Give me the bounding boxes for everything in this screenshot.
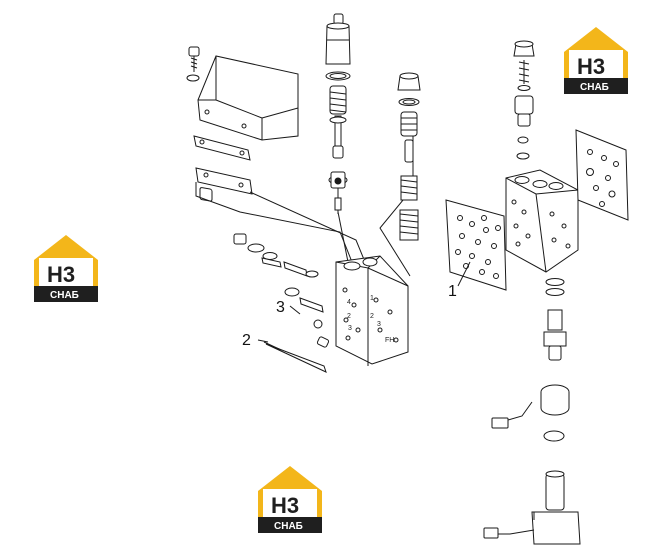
spool-stack: [325, 13, 351, 214]
logo-mark: H3: [271, 493, 299, 518]
body-mark-r1: 1: [370, 295, 374, 302]
callout-1: 1: [448, 283, 457, 300]
spring-stack: [397, 72, 421, 241]
right-assembly: [445, 40, 629, 545]
callout-2: 2: [242, 332, 251, 349]
long-bolt: [263, 336, 330, 373]
solenoid-coil: [483, 470, 581, 545]
logo-caption: СНАБ: [274, 521, 303, 532]
leader-lines: [257, 261, 471, 343]
left-assembly: [186, 13, 421, 373]
logo-caption: СНАБ: [50, 290, 79, 301]
logo-mark: H3: [577, 54, 605, 79]
logo-watermark-bottom: H3 СНАБ: [258, 466, 322, 533]
body-mark-r3: 3: [377, 321, 381, 328]
solenoid-stack: [491, 278, 570, 442]
gasket-plate-left: [445, 199, 507, 291]
body-mark-r2: 2: [370, 313, 374, 320]
logo-watermark-left: H3 СНАБ: [34, 235, 98, 302]
valve-body-right: [505, 169, 579, 273]
body-mark-l4: FH: [385, 337, 394, 344]
plug-and-orings: [233, 233, 324, 329]
gasket-plate-right: [575, 129, 629, 221]
cover-bolt: [186, 46, 200, 82]
logo-caption: СНАБ: [580, 82, 609, 93]
logo-mark: H3: [47, 262, 75, 287]
valve-cover: [197, 55, 299, 141]
logo-watermark-top-right: H3 СНАБ: [564, 27, 628, 94]
top-plug-stack: [513, 40, 535, 160]
valve-body: [335, 255, 409, 366]
assembly-lines: [195, 112, 414, 277]
body-mark-l1: 4: [347, 299, 351, 306]
body-mark-l3: 3: [348, 325, 352, 332]
callout-3: 3: [276, 299, 285, 316]
body-mark-l2: 2: [347, 313, 351, 320]
cover-gaskets: [193, 135, 253, 202]
